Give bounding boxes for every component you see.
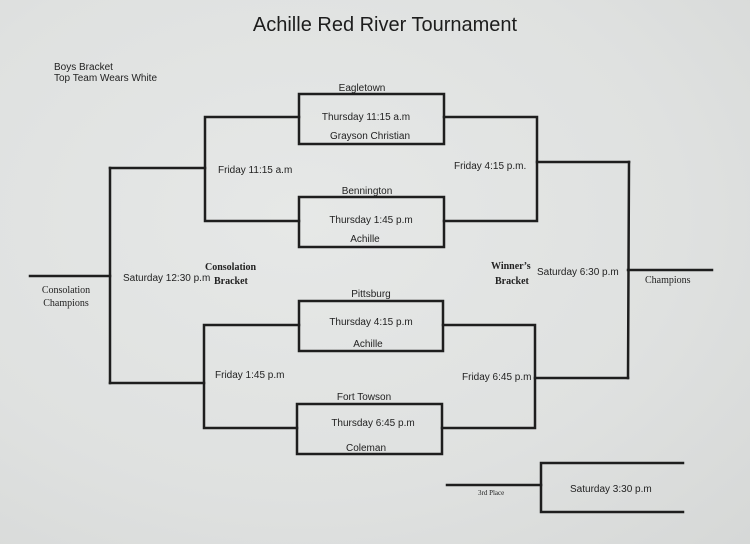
consolation-semi-bottom-time: Friday 1:45 p.m xyxy=(215,370,285,381)
winners-semi-top-bracket xyxy=(442,115,539,223)
match-2-bottom-team: Achille xyxy=(350,234,380,245)
bracket-note-line1: Boys Bracket xyxy=(54,62,113,73)
match-2-top-team: Bennington xyxy=(341,186,393,197)
consolation-semi-bottom-bracket xyxy=(202,323,301,430)
third-place-time: Saturday 3:30 p.m xyxy=(570,484,652,495)
match-4-time: Thursday 6:45 p.m xyxy=(331,418,415,429)
match-3-bottom-team: Achille xyxy=(353,339,383,350)
third-place-label: 3rd Place xyxy=(478,489,505,497)
consolation-semi-top-time: Friday 11:15 a.m xyxy=(218,165,293,176)
match-1-time: Thursday 11:15 a.m xyxy=(321,112,411,123)
winners-label-line1: Winner’s xyxy=(491,261,531,272)
match-4-top-team: Fort Towson xyxy=(336,392,392,403)
consolation-label-line2: Bracket xyxy=(214,276,248,287)
match-1-bottom-team: Grayson Christian xyxy=(329,131,411,142)
consolation-label-line1: Consolation xyxy=(205,262,257,273)
consolation-final-time: Saturday 12:30 p.m xyxy=(123,273,211,284)
winners-label-line2: Bracket xyxy=(495,276,529,287)
winners-champion: Champions xyxy=(645,275,691,286)
match-box-1 xyxy=(297,92,446,146)
match-4-bottom-team: Coleman xyxy=(345,443,387,454)
winners-semi-top-time: Friday 4:15 p.m. xyxy=(454,161,527,172)
match-3-time: Thursday 4:15 p.m xyxy=(329,317,413,328)
winners-semi-bottom-bracket xyxy=(440,323,537,430)
bracket-note-line2: Top Team Wears White xyxy=(54,73,158,84)
winners-final-time: Saturday 6:30 p.m xyxy=(537,267,619,278)
consolation-champion-line1: Consolation xyxy=(41,285,91,296)
third-place-bracket xyxy=(539,461,685,514)
match-2-time: Thursday 1:45 p.m xyxy=(329,215,413,226)
match-3-top-team: Pittsburg xyxy=(351,289,391,300)
page-title: Achille Red River Tournament xyxy=(252,14,518,36)
winners-semi-bottom-time: Friday 6:45 p.m xyxy=(462,372,532,383)
match-1-top-team: Eagletown xyxy=(338,83,386,94)
consolation-champion-line2: Champions xyxy=(43,298,89,309)
